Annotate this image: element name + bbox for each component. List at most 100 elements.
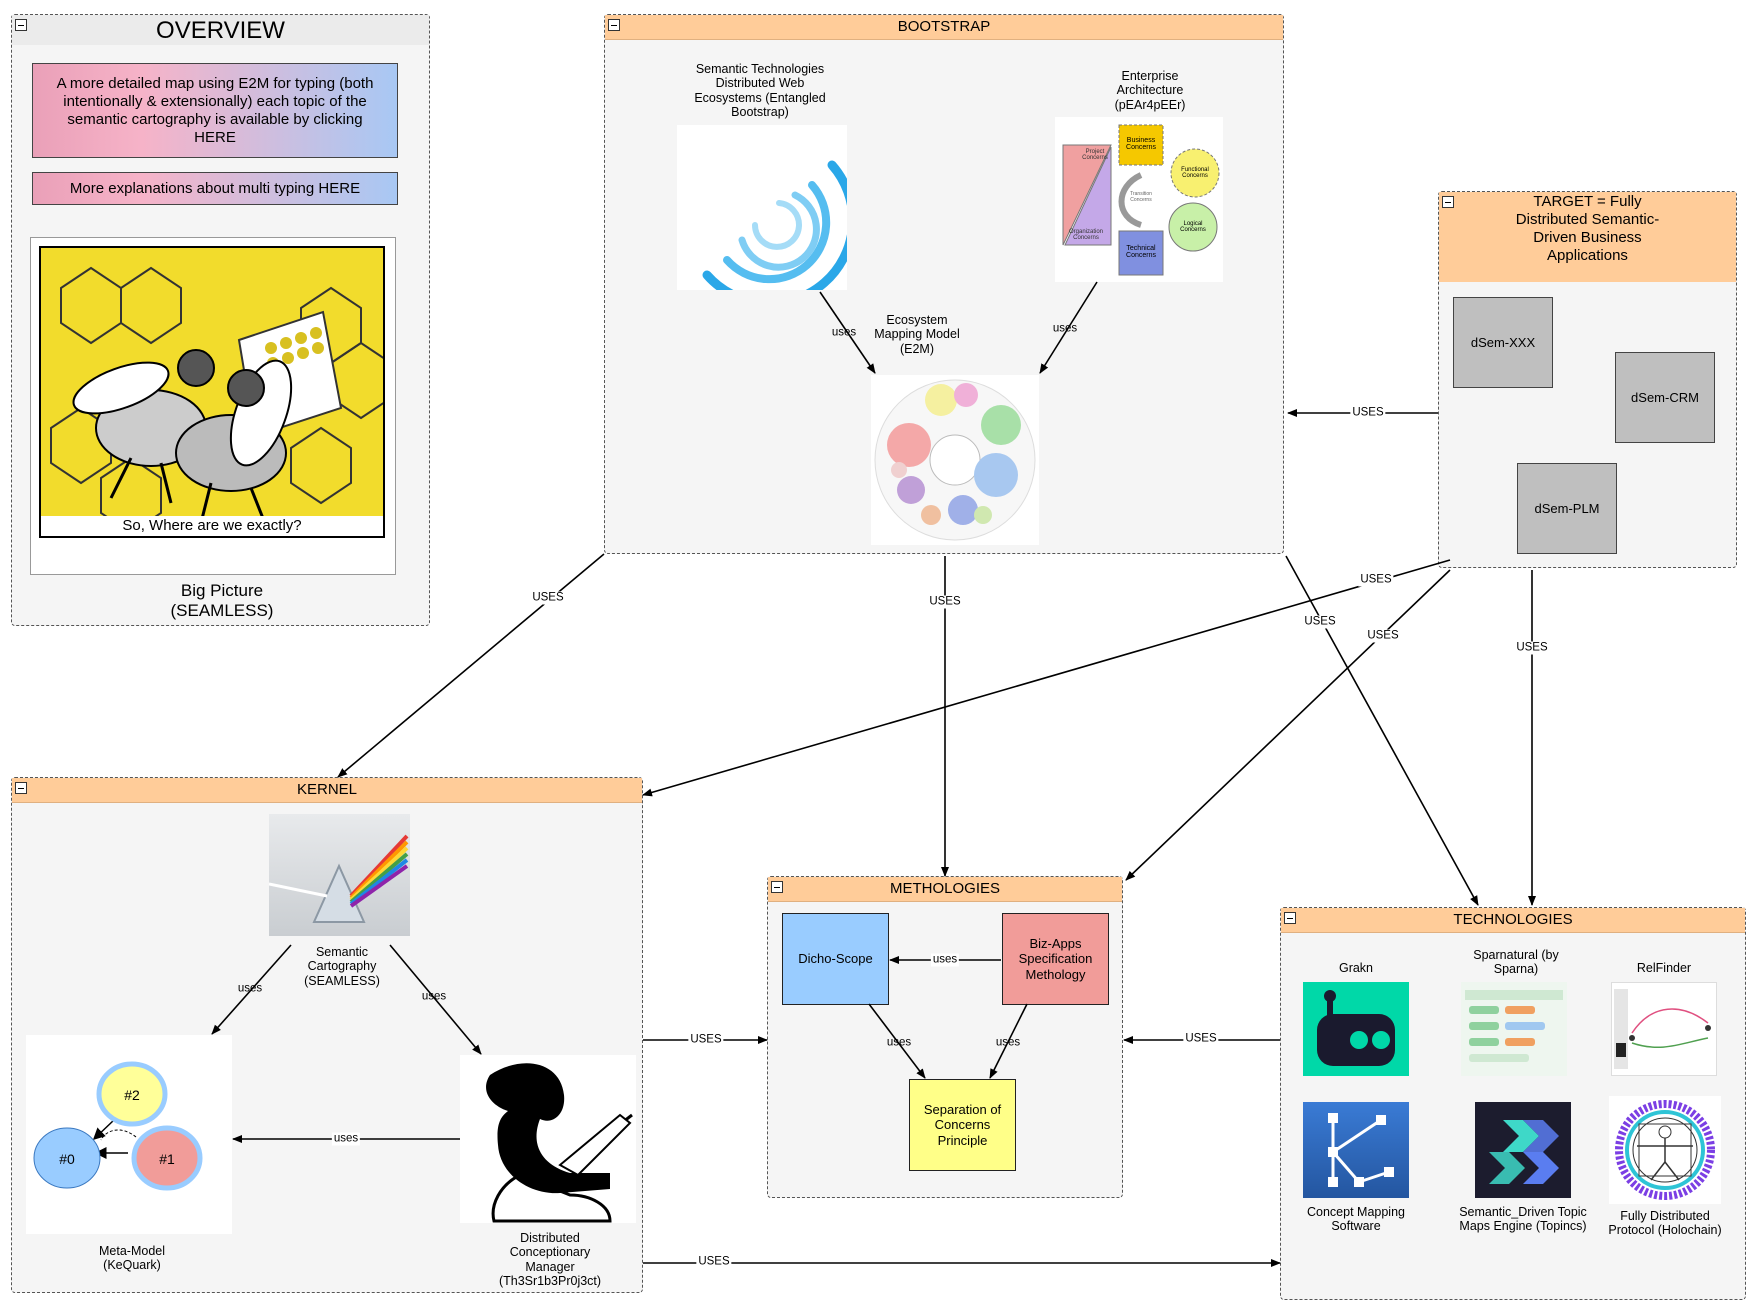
edge-ea-to-e2m bbox=[1039, 281, 1098, 374]
holochain-vitruvian-icon bbox=[1615, 1100, 1715, 1200]
ea-transition-label: Transition Concerns bbox=[1130, 191, 1152, 203]
edge-label-bizapps-dicho: uses bbox=[930, 953, 960, 967]
edge-label-technologies-methologies: USES bbox=[1183, 1032, 1219, 1046]
edge-label-cartography-dcm: uses bbox=[421, 990, 447, 1003]
meta-model-graph-icon bbox=[33, 1061, 203, 1191]
separation-of-concerns-box[interactable]: Separation of Concerns Principle bbox=[909, 1079, 1016, 1171]
topincs-label: Semantic_Driven Topic Maps Engine (Topin… bbox=[1459, 1205, 1587, 1234]
target-group: TARGET = Fully Distributed Semantic-Driv… bbox=[1438, 191, 1737, 568]
grakn-icon[interactable] bbox=[1303, 982, 1409, 1076]
spiral-image[interactable] bbox=[677, 125, 858, 308]
dsem-crm-box[interactable]: dSem-CRM bbox=[1615, 352, 1715, 443]
edge-spiral-to-e2m bbox=[819, 291, 876, 374]
overview-group: OVERVIEW A more detailed map using E2M f… bbox=[11, 14, 430, 626]
collapse-overview-button[interactable] bbox=[15, 19, 27, 31]
edge-label-cartography-metamodel: uses bbox=[237, 982, 263, 995]
overview-header bbox=[12, 15, 429, 45]
grakn-robot-icon bbox=[1317, 990, 1395, 1066]
enterprise-arch-label: Enterprise Architecture (pEAr4pEEr) bbox=[1114, 69, 1186, 112]
grakn-label: Grakn bbox=[1338, 961, 1374, 975]
sparnatural-label: Sparnatural (by Sparna) bbox=[1473, 948, 1559, 977]
writer-figure-icon bbox=[486, 1063, 633, 1223]
edge-label-target-bootstrap: USES bbox=[1350, 406, 1386, 420]
bootstrap-group: BOOTSTRAP Semantic Technologies Distribu… bbox=[604, 14, 1284, 554]
holochain-icon[interactable] bbox=[1609, 1096, 1721, 1204]
relfinder-label: RelFinder bbox=[1636, 961, 1692, 975]
big-picture-label: Big Picture (SEAMLESS) bbox=[170, 581, 274, 621]
edge-label-spiral-e2m: uses bbox=[831, 326, 857, 339]
dsem-xxx-box[interactable]: dSem-XXX bbox=[1453, 297, 1553, 388]
edge-label-kernel-methologies: USES bbox=[688, 1033, 724, 1047]
edge-label-ea-e2m: uses bbox=[1052, 322, 1078, 335]
edge-label-bizapps-separation: uses bbox=[995, 1036, 1021, 1049]
semantic-tech-label: Semantic Technologies Distributed Web Ec… bbox=[694, 62, 826, 120]
detailed-map-link[interactable]: A more detailed map using E2M for typing… bbox=[32, 63, 398, 158]
ea-business-label: Business Concerns bbox=[1126, 137, 1156, 151]
edge-label-target-kernel: USES bbox=[1358, 573, 1394, 587]
ea-functional-label: Functional Concerns bbox=[1181, 167, 1209, 179]
edge-label-target-methologies: USES bbox=[1365, 629, 1401, 643]
edge-label-dcm-metamodel: uses bbox=[331, 1132, 361, 1146]
collapse-target-button[interactable] bbox=[1442, 196, 1454, 208]
e2m-image[interactable] bbox=[871, 375, 1039, 545]
multi-typing-link[interactable]: More explanations about multi typing HER… bbox=[32, 172, 398, 205]
bootstrap-header: BOOTSTRAP bbox=[605, 15, 1283, 40]
target-header bbox=[1439, 192, 1736, 282]
edge-bootstrap-to-kernel bbox=[337, 553, 605, 778]
e2m-map-icon bbox=[874, 379, 1036, 541]
technologies-header: TECHNOLOGIES bbox=[1281, 908, 1745, 933]
edge-target-to-methologies bbox=[1125, 569, 1451, 881]
semantic-cartography-label: Semantic Cartography (SEAMLESS) bbox=[304, 945, 380, 988]
edge-label-bootstrap-kernel: USES bbox=[530, 591, 566, 605]
collapse-bootstrap-button[interactable] bbox=[608, 19, 620, 31]
ea-organization-label: Organization Concerns bbox=[1068, 229, 1104, 241]
technologies-group: TECHNOLOGIES Grakn Sparnatural (by Sparn… bbox=[1280, 907, 1746, 1300]
dsem-plm-box[interactable]: dSem-PLM bbox=[1517, 463, 1617, 554]
meta-node-1: #1 bbox=[159, 1151, 175, 1167]
dcm-label: Distributed Conceptionary Manager (Th3Sr… bbox=[498, 1231, 602, 1289]
target-title: TARGET = Fully Distributed Semantic-Driv… bbox=[1515, 193, 1660, 264]
concept-mapping-label: Concept Mapping Software bbox=[1307, 1205, 1405, 1234]
edge-label-kernel-technologies: USES bbox=[696, 1255, 732, 1269]
edge-cartography-to-metamodel bbox=[211, 944, 292, 1035]
concept-mapping-graph-icon bbox=[1328, 1113, 1394, 1187]
topincs-logo-icon bbox=[1489, 1120, 1559, 1184]
big-picture-caption: So, Where are we exactly? bbox=[41, 517, 383, 534]
edge-bootstrap-to-technologies bbox=[1285, 555, 1479, 906]
sparnatural-image[interactable] bbox=[1461, 982, 1567, 1076]
methologies-header: METHOLOGIES bbox=[768, 877, 1122, 902]
ea-diagram-icon bbox=[1062, 124, 1220, 276]
sparnatural-screenshot-icon bbox=[1465, 990, 1563, 1062]
dcm-image[interactable] bbox=[460, 1055, 636, 1223]
relfinder-image[interactable] bbox=[1611, 982, 1717, 1076]
overview-title: OVERVIEW bbox=[156, 17, 285, 44]
dicho-scope-box[interactable]: Dicho-Scope bbox=[782, 913, 889, 1005]
edge-cartography-to-dcm bbox=[389, 944, 482, 1055]
methologies-group: METHOLOGIES Dicho-Scope Biz-Apps Specifi… bbox=[767, 876, 1123, 1198]
biz-apps-box[interactable]: Biz-Apps Specification Methology bbox=[1002, 913, 1109, 1005]
ea-technical-label: Technical Concerns bbox=[1126, 245, 1156, 259]
edge-target-to-kernel bbox=[642, 559, 1451, 797]
prism-icon bbox=[268, 834, 409, 923]
edge-bizapps-to-separation bbox=[989, 1003, 1028, 1079]
collapse-kernel-button[interactable] bbox=[15, 782, 27, 794]
edge-label-target-technologies: USES bbox=[1514, 641, 1550, 655]
meta-node-2: #2 bbox=[124, 1087, 140, 1103]
enterprise-arch-image[interactable]: Project Concerns Business Concerns Funct… bbox=[1055, 117, 1223, 282]
edge-dicho-to-separation bbox=[868, 1003, 926, 1079]
edge-label-bootstrap-methologies: USES bbox=[927, 595, 963, 609]
meta-model-label: Meta-Model (KeQuark) bbox=[99, 1244, 165, 1273]
meta-model-image[interactable]: #2 #0 #1 bbox=[26, 1035, 232, 1234]
concept-mapping-icon[interactable] bbox=[1303, 1102, 1409, 1198]
collapse-technologies-button[interactable] bbox=[1284, 912, 1296, 924]
topincs-icon[interactable] bbox=[1475, 1102, 1571, 1198]
prism-image[interactable] bbox=[268, 814, 410, 936]
holochain-label: Fully Distributed Protocol (Holochain) bbox=[1608, 1209, 1722, 1238]
collapse-methologies-button[interactable] bbox=[771, 881, 783, 893]
meta-node-0: #0 bbox=[59, 1151, 75, 1167]
ea-project-label: Project Concerns bbox=[1082, 149, 1108, 161]
e2m-label: Ecosystem Mapping Model (E2M) bbox=[874, 313, 960, 356]
big-picture-image[interactable]: So, Where are we exactly? bbox=[30, 237, 396, 575]
edge-label-dicho-separation: uses bbox=[886, 1036, 912, 1049]
